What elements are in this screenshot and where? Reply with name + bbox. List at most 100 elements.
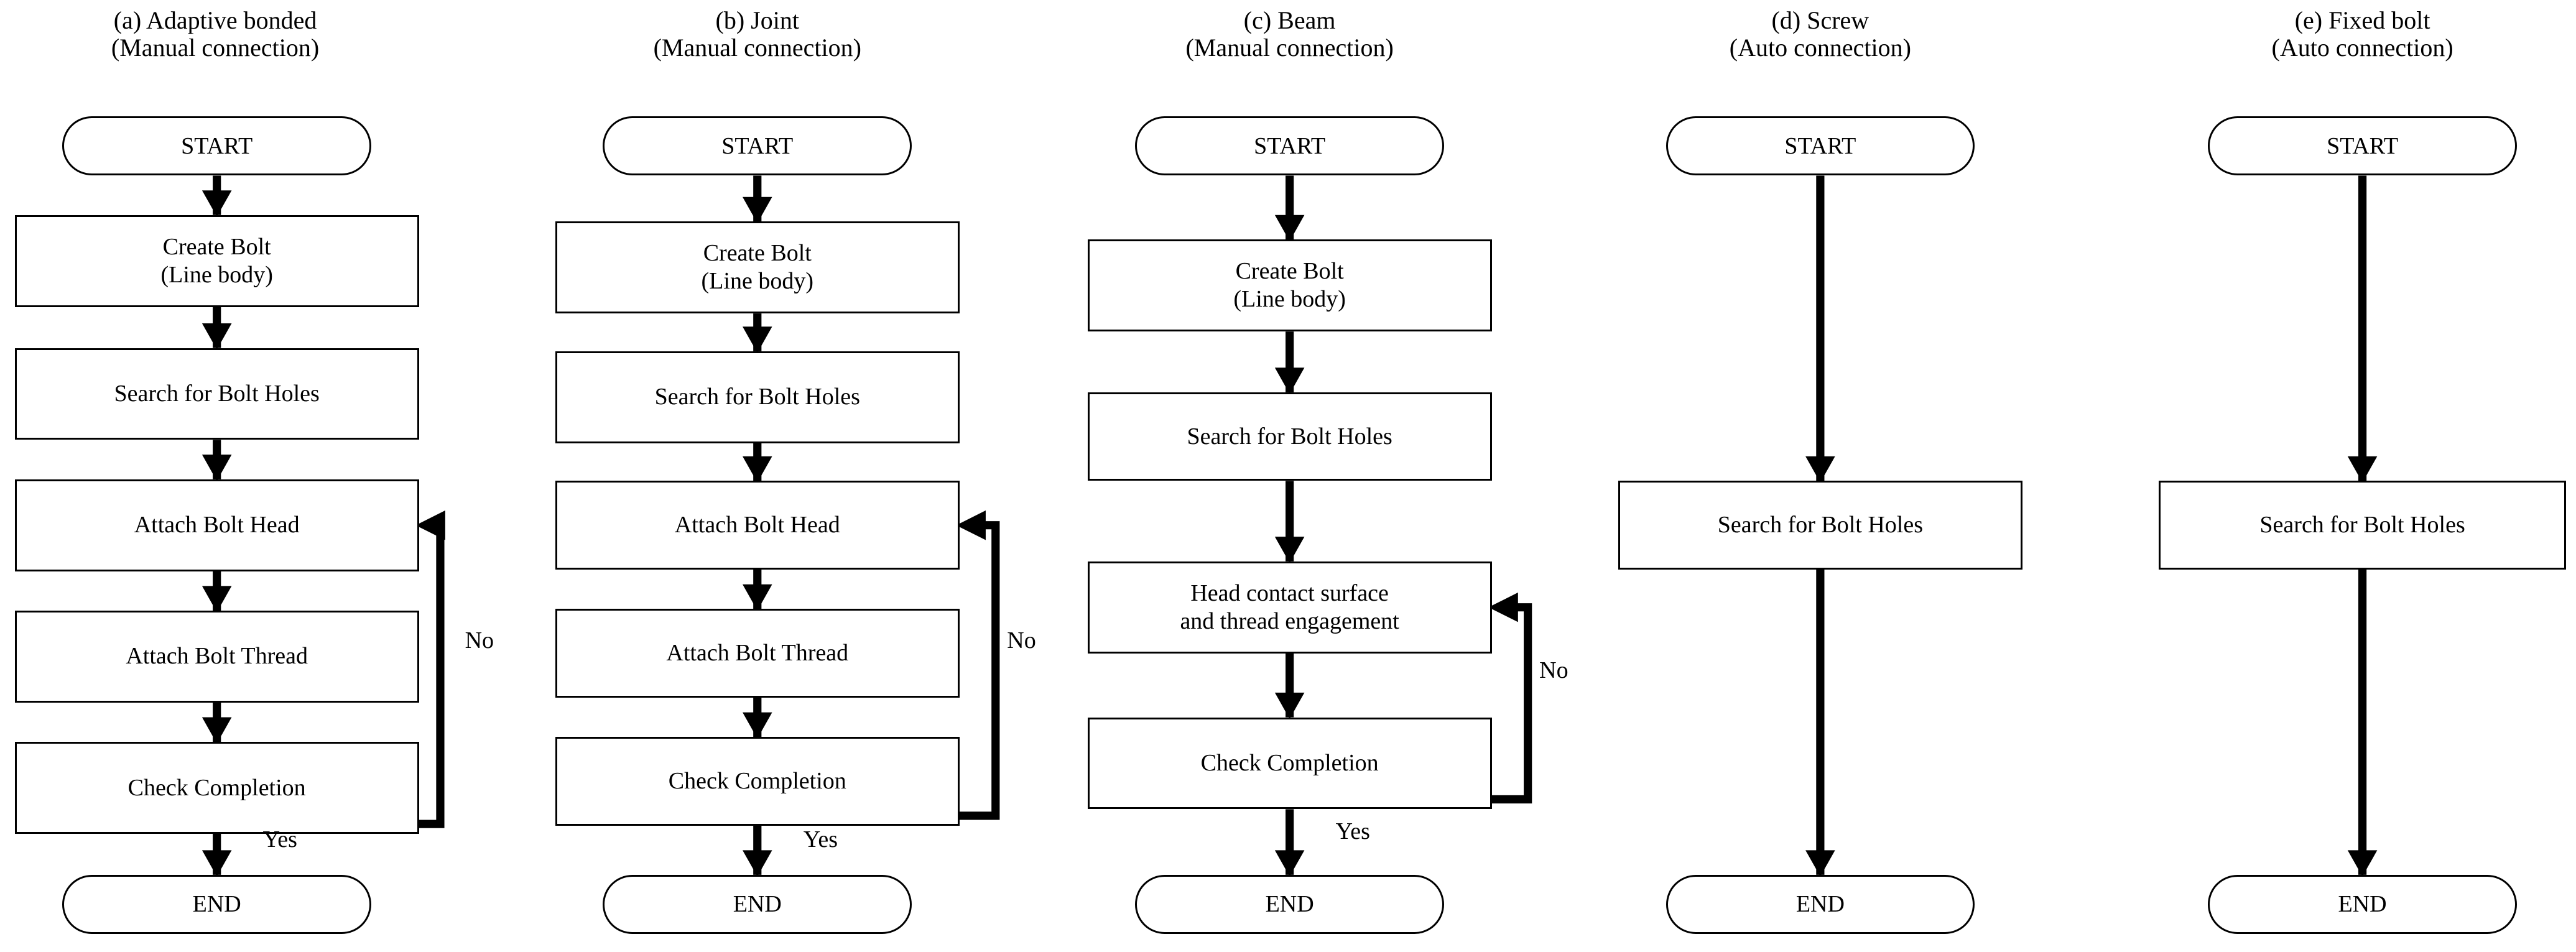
node-label-d-start: START xyxy=(1784,132,1856,160)
panel-title-d: (d) Screw(Auto connection) xyxy=(1729,6,1911,63)
node-text-line: Head contact surface xyxy=(1190,580,1389,606)
node-text-line: Create Bolt xyxy=(1235,258,1344,285)
node-text-line: Create Bolt xyxy=(162,233,271,260)
panel-title-b: (b) Joint(Manual connection) xyxy=(654,6,861,63)
node-a-start: START xyxy=(62,116,371,176)
arrowhead-down xyxy=(742,584,772,611)
node-label-d-search-bolt-holes: Search for Bolt Holes xyxy=(1718,511,1923,539)
node-label-b-create-bolt: Create Bolt(Line body) xyxy=(702,239,813,295)
node-c-create-bolt: Create Bolt(Line body) xyxy=(1087,239,1492,332)
node-c-start: START xyxy=(1135,116,1444,176)
node-label-b-start: START xyxy=(721,132,793,160)
panel-title-c: (c) Beam(Manual connection) xyxy=(1185,6,1394,63)
node-label-d-end: END xyxy=(1796,890,1845,918)
node-a-check-completion: Check Completion xyxy=(14,742,419,834)
node-text-line: END xyxy=(733,891,782,918)
node-text-line: and thread engagement xyxy=(1180,608,1399,634)
arrowhead-down xyxy=(1805,850,1835,877)
node-label-a-search-bolt-holes: Search for Bolt Holes xyxy=(114,380,320,408)
node-text-line: (Line body) xyxy=(701,268,813,295)
arrowhead-left xyxy=(1488,592,1518,622)
arrowhead-down xyxy=(742,326,772,353)
arrowhead-down xyxy=(1274,537,1305,563)
arrowhead-left xyxy=(415,510,445,540)
exit-label-b: Yes xyxy=(803,826,838,853)
node-text-line: END xyxy=(1795,891,1845,918)
node-c-search-bolt-holes: Search for Bolt Holes xyxy=(1087,392,1492,481)
node-label-b-attach-bolt-thread: Attach Bolt Thread xyxy=(666,639,848,667)
node-b-end: END xyxy=(603,874,912,934)
node-label-e-search-bolt-holes: Search for Bolt Holes xyxy=(2259,511,2465,539)
node-a-attach-bolt-head: Attach Bolt Head xyxy=(14,479,419,571)
node-text-line: Attach Bolt Thread xyxy=(666,640,849,667)
arrowhead-down xyxy=(202,586,232,612)
panel-title-line1-d: (d) Screw xyxy=(1771,6,1869,34)
panel-title-line1-a: (a) Adaptive bonded xyxy=(113,6,317,34)
node-label-a-end: END xyxy=(193,890,241,918)
node-text-line: Check Completion xyxy=(127,774,306,801)
node-a-attach-bolt-thread: Attach Bolt Thread xyxy=(14,610,419,703)
node-text-line: START xyxy=(2327,132,2399,159)
panel-title-line1-e: (e) Fixed bolt xyxy=(2294,6,2430,34)
panel-title-line1-c: (c) Beam xyxy=(1243,6,1336,34)
node-text-line: Check Completion xyxy=(1200,750,1379,776)
node-b-start: START xyxy=(603,116,912,176)
node-label-e-end: END xyxy=(2338,890,2387,918)
node-label-e-start: START xyxy=(2327,132,2398,160)
node-text-line: START xyxy=(721,132,794,159)
arrowhead-down xyxy=(1274,850,1305,877)
node-text-line: Attach Bolt Head xyxy=(674,512,840,538)
panel-title-line1-b: (b) Joint xyxy=(715,6,799,34)
arrowhead-down xyxy=(1274,367,1305,394)
node-label-a-attach-bolt-thread: Attach Bolt Thread xyxy=(126,642,308,670)
node-text-line: Attach Bolt Thread xyxy=(126,643,308,670)
node-text-line: START xyxy=(181,132,253,159)
node-text-line: Attach Bolt Head xyxy=(134,512,300,538)
node-label-a-attach-bolt-head: Attach Bolt Head xyxy=(134,511,300,539)
arrowhead-down xyxy=(1274,692,1305,719)
arrowhead-down xyxy=(202,850,232,877)
node-label-a-start: START xyxy=(181,132,253,160)
node-e-start: START xyxy=(2208,116,2517,176)
panel-title-line2-a: (Manual connection) xyxy=(111,34,320,62)
exit-label-a: Yes xyxy=(262,826,297,853)
node-label-b-check-completion: Check Completion xyxy=(669,767,846,795)
node-d-search-bolt-holes: Search for Bolt Holes xyxy=(1618,481,2022,570)
node-text-line: Check Completion xyxy=(668,768,846,795)
node-label-c-create-bolt: Create Bolt(Line body) xyxy=(1233,257,1345,313)
feedback-loop-c xyxy=(1491,603,1532,804)
node-label-b-end: END xyxy=(733,890,782,918)
node-e-search-bolt-holes: Search for Bolt Holes xyxy=(2159,481,2567,570)
node-b-create-bolt: Create Bolt(Line body) xyxy=(555,221,960,314)
node-text-line: Create Bolt xyxy=(703,240,812,267)
node-d-start: START xyxy=(1666,116,1975,176)
panel-title-line2-d: (Auto connection) xyxy=(1729,34,1911,62)
arrowhead-down xyxy=(1805,456,1835,483)
arrowhead-down xyxy=(742,712,772,739)
node-text-line: END xyxy=(2338,891,2387,918)
node-text-line: END xyxy=(1265,891,1314,918)
arrowhead-down xyxy=(202,717,232,744)
arrowhead-left xyxy=(956,510,986,540)
arrowhead-down xyxy=(202,323,232,350)
arrowhead-down xyxy=(742,196,772,223)
node-e-end: END xyxy=(2208,874,2517,934)
node-text-line: (Line body) xyxy=(1233,286,1346,313)
arrowhead-down xyxy=(742,456,772,483)
panel-title-line2-e: (Auto connection) xyxy=(2271,34,2453,62)
node-a-create-bolt: Create Bolt(Line body) xyxy=(14,215,419,307)
node-label-c-search-bolt-holes: Search for Bolt Holes xyxy=(1187,423,1392,451)
node-text-line: Search for Bolt Holes xyxy=(114,381,320,407)
node-a-search-bolt-holes: Search for Bolt Holes xyxy=(14,348,419,440)
node-text-line: Search for Bolt Holes xyxy=(2259,512,2465,538)
node-label-c-start: START xyxy=(1254,132,1325,160)
node-d-end: END xyxy=(1666,874,1975,934)
panel-title-line2-c: (Manual connection) xyxy=(1185,34,1394,62)
panel-title-a: (a) Adaptive bonded(Manual connection) xyxy=(111,6,320,63)
arrowhead-down xyxy=(742,850,772,877)
node-label-a-check-completion: Check Completion xyxy=(128,774,306,802)
node-text-line: START xyxy=(1784,132,1856,159)
node-label-a-create-bolt: Create Bolt(Line body) xyxy=(160,233,272,289)
node-b-search-bolt-holes: Search for Bolt Holes xyxy=(555,351,960,443)
